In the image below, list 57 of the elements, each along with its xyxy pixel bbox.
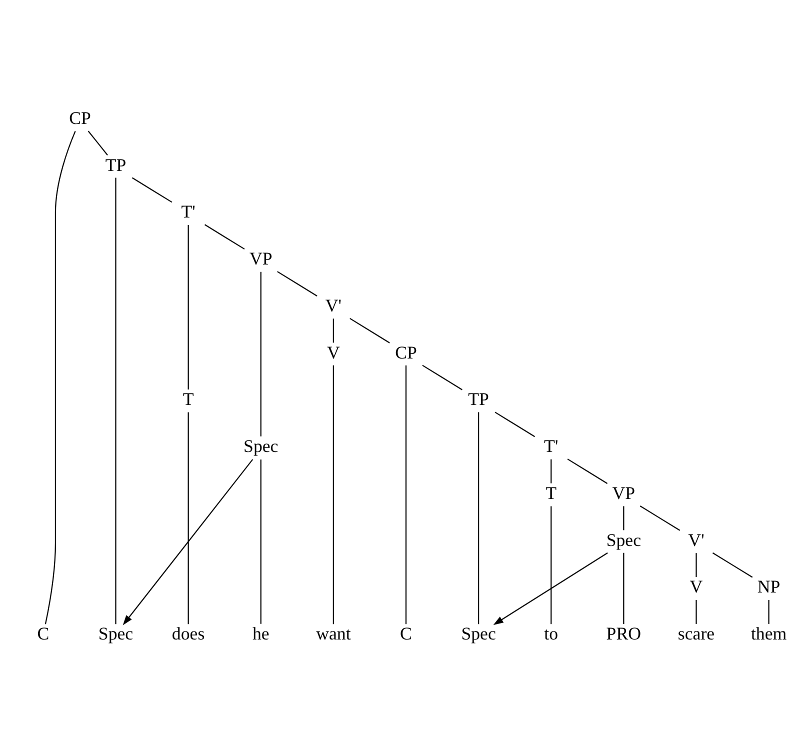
node-text: T'	[181, 201, 196, 222]
node-text: CP	[395, 342, 417, 362]
connector	[478, 412, 480, 624]
connector	[550, 458, 552, 483]
arrow	[122, 458, 254, 625]
connector	[623, 552, 624, 624]
node-text: C	[400, 623, 412, 644]
node-text: Spec	[98, 623, 134, 644]
connector	[712, 552, 753, 578]
connector	[550, 506, 552, 624]
node-text: CP	[69, 107, 91, 128]
connector	[188, 224, 189, 389]
node-text: VP	[249, 248, 272, 268]
connector	[405, 364, 407, 624]
node-text: Spec	[244, 436, 278, 456]
connector	[768, 599, 770, 624]
node-text: T'	[544, 436, 558, 456]
arrow	[493, 552, 608, 624]
connector	[696, 599, 697, 624]
connector	[332, 364, 334, 624]
node-text: TP	[105, 154, 126, 174]
node-text: V	[690, 576, 703, 596]
node-text: scare	[678, 623, 715, 644]
node-text: does	[172, 623, 205, 644]
connector	[623, 506, 624, 530]
connector	[260, 458, 262, 624]
connector	[277, 270, 318, 296]
connector	[88, 130, 108, 155]
node-text: PRO	[606, 623, 642, 644]
connector	[115, 177, 116, 624]
connector	[188, 412, 189, 624]
connector	[44, 130, 76, 624]
node-text: T	[182, 388, 194, 409]
connector	[260, 271, 262, 436]
connector	[332, 318, 334, 342]
connector	[132, 176, 172, 202]
node-text: them	[750, 623, 787, 644]
node-text: Spec	[461, 623, 496, 644]
node-text: V	[326, 342, 340, 362]
node-text: T	[546, 482, 557, 502]
connector	[696, 552, 697, 577]
node-text: VP	[612, 482, 636, 502]
connector	[350, 317, 390, 343]
node-text: V'	[688, 529, 704, 550]
connector	[204, 224, 245, 250]
node-text: C	[37, 623, 50, 644]
connector	[640, 505, 680, 530]
connector	[494, 411, 536, 437]
connector	[567, 458, 608, 484]
node-text: TP	[468, 388, 489, 409]
node-text: want	[316, 623, 351, 644]
node-text: V'	[325, 294, 342, 315]
connector	[422, 364, 462, 390]
node-text: to	[544, 623, 558, 644]
node-text: NP	[757, 576, 780, 596]
node-text: Spec	[606, 529, 642, 550]
node-text: he	[252, 623, 270, 644]
